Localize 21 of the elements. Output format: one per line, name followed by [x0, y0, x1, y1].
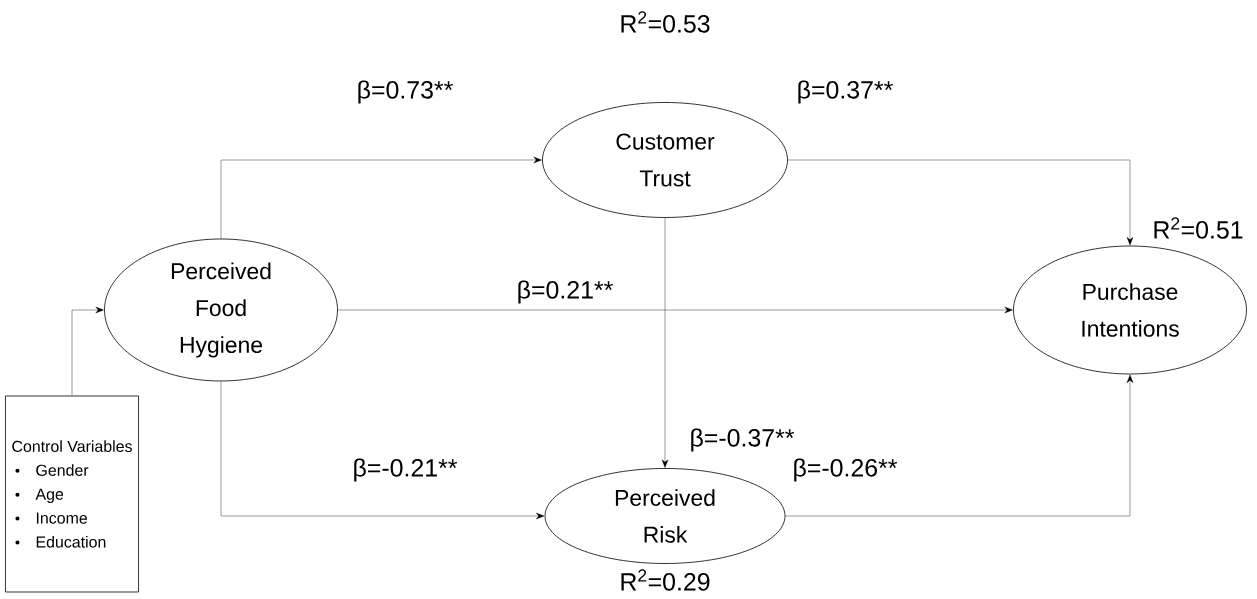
r-squared-label: R$^{2}$=0.29	[621, 569, 710, 591]
edge-label: β=0.73**	[354, 78, 456, 106]
arrow	[787, 159, 1134, 246]
edge-label: β=-0.21**	[350, 456, 460, 484]
r-squared-label: R$^{2}$=0.51	[1154, 217, 1243, 239]
edge-label: β=0.37**	[794, 78, 896, 106]
arrow	[337, 306, 1013, 314]
arrow	[785, 374, 1134, 517]
arrow	[220, 381, 545, 520]
edge-label: β=0.21**	[514, 278, 616, 306]
edge-label: β=-0.37**	[687, 426, 797, 454]
ellipse-node: Perceived Food Hygiene	[104, 238, 338, 382]
ellipse-node: Purchase Intentions	[1013, 245, 1247, 375]
ellipse-node: Perceived Risk	[544, 468, 786, 564]
arrow	[220, 156, 542, 239]
r-squared-label: R$^{2}$=0.53	[621, 11, 710, 33]
ellipse-node: Customer Trust	[542, 102, 788, 218]
control-variables-box: Control Variables Gender Age Income Education	[5, 395, 139, 593]
arrow	[71, 306, 104, 396]
edge-label: β=-0.26**	[790, 456, 900, 484]
arrow	[661, 217, 669, 468]
